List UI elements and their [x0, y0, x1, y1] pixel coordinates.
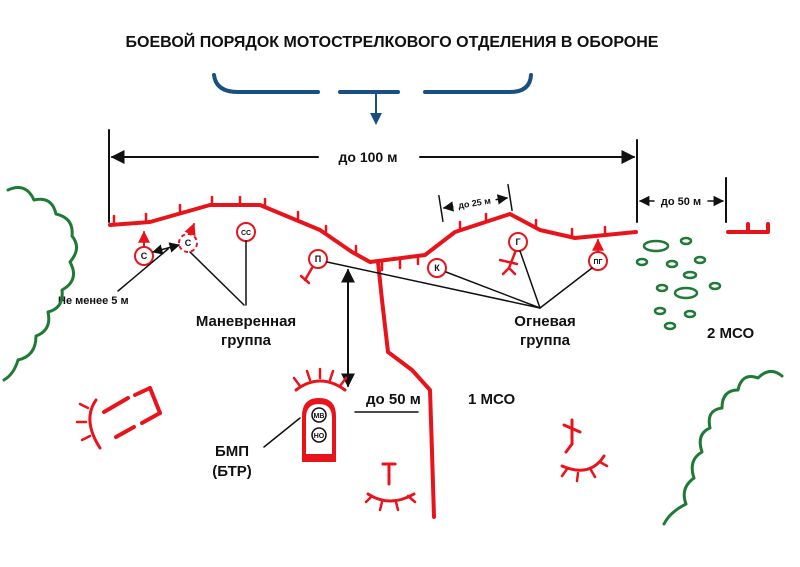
- terrain-bush-right: [662, 370, 784, 526]
- enemy-direction-symbol: [212, 73, 533, 125]
- position-s2: С: [178, 222, 198, 253]
- svg-text:С: С: [185, 238, 192, 248]
- trench-line: [108, 195, 638, 272]
- diagram-title: БОЕВОЙ ПОРЯДОК МОТОСТРЕЛКОВОГО ОТДЕЛЕНИЯ…: [126, 32, 659, 51]
- terrain-marsh: [635, 236, 722, 331]
- position-p: П: [299, 249, 328, 285]
- maneuver-group-label-2: группа: [221, 332, 272, 349]
- vehicle-label-2: (БТР): [212, 463, 252, 480]
- squad-1-label: 1 МСО: [468, 391, 515, 408]
- position-k: К: [427, 258, 447, 278]
- fire-group-label-1: Огневая: [514, 313, 575, 330]
- rear-position-center: [364, 462, 417, 512]
- position-ss: СС: [236, 222, 256, 242]
- terrain-bush-left: [2, 186, 78, 382]
- interval-dimension: до 50 м: [638, 177, 727, 223]
- crew-bottom-label: НО: [314, 433, 325, 440]
- position-pg: ПГ: [588, 238, 608, 271]
- vehicle-label-1: БМП: [215, 443, 249, 460]
- svg-text:СС: СС: [241, 230, 251, 237]
- maneuver-group-label-1: Маневренная: [196, 313, 296, 330]
- front-width-dimension: до 100 м: [108, 129, 638, 223]
- communication-trench: [376, 260, 436, 519]
- svg-text:ПГ: ПГ: [594, 259, 603, 266]
- front-width-label: до 100 м: [339, 149, 398, 165]
- second-squad-trench: [726, 222, 770, 234]
- min-spacing-indicator: Не менее 5 м: [58, 242, 181, 307]
- depth-dimension: до 50 м: [341, 268, 421, 413]
- svg-text:К: К: [434, 263, 440, 273]
- fire-group-label-2: группа: [520, 332, 571, 349]
- squad-2-label: 2 МСО: [707, 325, 754, 342]
- svg-text:Г: Г: [515, 237, 520, 247]
- min-spacing-label: Не менее 5 м: [58, 295, 129, 307]
- bmp-vehicle: МВ НО: [263, 367, 348, 462]
- position-g: Г: [498, 232, 528, 276]
- maneuver-group-leaders: Маневренная группа: [189, 240, 296, 349]
- segment-label: до 25 м: [457, 196, 491, 211]
- interval-label: до 50 м: [661, 196, 701, 208]
- crew-top-label: МВ: [314, 413, 325, 420]
- depth-label: до 50 м: [366, 391, 421, 408]
- rear-position-right: [560, 418, 609, 483]
- svg-text:П: П: [315, 254, 321, 264]
- fire-group-leaders: Огневая группа: [326, 250, 593, 349]
- position-s1: С: [134, 230, 154, 266]
- reserve-vehicle-position: [75, 386, 162, 450]
- svg-text:С: С: [141, 251, 148, 261]
